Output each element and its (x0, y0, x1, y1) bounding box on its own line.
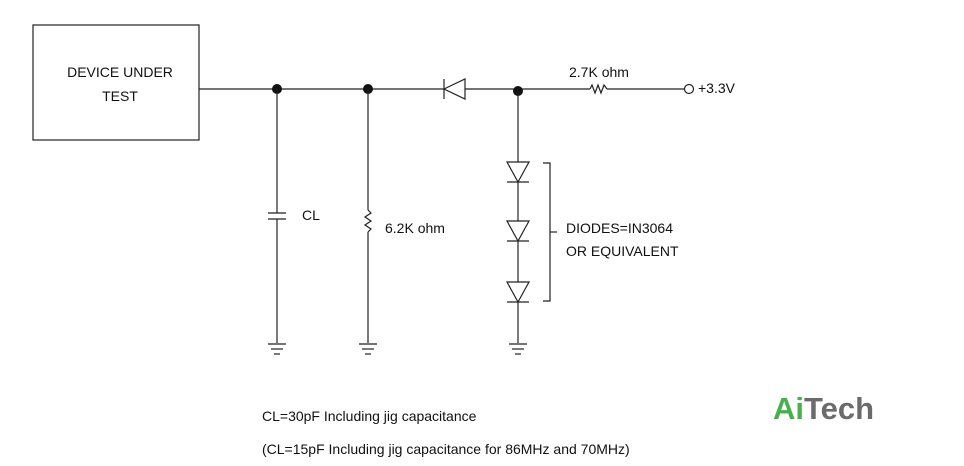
aitech-logo: AiTech (773, 391, 874, 426)
svg-text:AiTech: AiTech (773, 391, 874, 426)
ground-symbol-cap (268, 343, 286, 355)
stack-diode-3 (505, 281, 531, 304)
capacitor-label: CL (302, 207, 320, 223)
capacitor-cl: CL (268, 89, 320, 343)
resistor-6-2k: 6.2K ohm (363, 89, 445, 343)
resistor-2-7k: 2.7K ohm (569, 64, 629, 95)
device-label-line1: DEVICE UNDER (67, 64, 173, 80)
logo-part1: Ai (773, 391, 804, 426)
supply-label: +3.3V (698, 80, 736, 96)
diodes-note-line2: OR EQUIVALENT (566, 243, 679, 259)
resistor-6-2k-label: 6.2K ohm (385, 220, 445, 236)
device-under-test-block: DEVICE UNDER TEST (32, 24, 200, 141)
note-line2: (CL=15pF Including jig capacitance for 8… (262, 441, 630, 457)
stack-diode-2 (505, 220, 531, 243)
device-label-line2: TEST (102, 88, 138, 104)
logo-part2: Tech (804, 391, 874, 426)
ground-symbol-diodes (509, 343, 527, 355)
resistor-2-7k-label: 2.7K ohm (569, 64, 629, 80)
ground-symbol-resistor (359, 343, 377, 355)
diode-bracket (543, 162, 557, 302)
diodes-note-line1: DIODES=IN3064 (566, 220, 673, 236)
supply-terminal: +3.3V (683, 80, 736, 96)
note-line1: CL=30pF Including jig capacitance (262, 408, 477, 424)
series-diode (442, 78, 466, 100)
stack-diode-1 (505, 161, 531, 184)
